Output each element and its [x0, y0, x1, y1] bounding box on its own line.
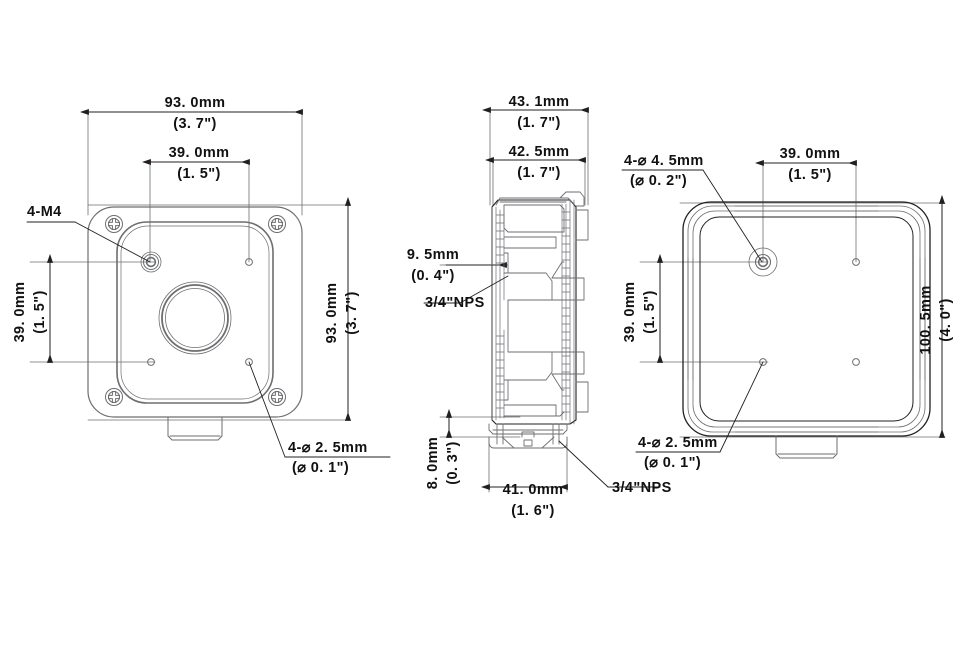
mid-step-depth-inch: (0. 4") — [411, 268, 455, 284]
cover-bottom-tab — [775, 435, 838, 459]
right-overall-mm: 100. 5mm — [918, 285, 934, 354]
left-view-group — [26, 108, 391, 458]
left-top-overall-inch: (3. 7") — [173, 116, 217, 132]
left-top-overall-mm: 93. 0mm — [165, 95, 226, 111]
section-internal — [503, 204, 565, 417]
left-small-hole-mm: 4-⌀ 2. 5mm — [288, 440, 368, 456]
cover-outline-2 — [687, 205, 926, 433]
plate-inner-outline — [116, 221, 274, 404]
small-holes — [147, 258, 253, 366]
small-hole-leader — [248, 361, 391, 458]
section-left-wall — [491, 206, 505, 421]
cover-small-holes — [759, 258, 860, 366]
mid-base-height-inch: (0. 3") — [445, 441, 461, 485]
left-left-hole-inch: (1. 5") — [32, 290, 48, 334]
section-lugs — [551, 209, 589, 413]
nps-top-leader — [423, 275, 509, 304]
right-view-group — [621, 159, 946, 459]
corner-screws — [105, 215, 286, 406]
plate-outer-outline — [87, 206, 303, 418]
center-opening — [158, 281, 232, 355]
cover-inner-face — [699, 216, 914, 422]
right-overall-inch: (4. 0") — [938, 298, 954, 342]
left-small-hole-inch: (⌀ 0. 1") — [292, 460, 349, 476]
mid-inner-width-mm: 42. 5mm — [509, 144, 570, 160]
m4-callout: 4-M4 — [27, 204, 62, 220]
section-right-wall — [561, 199, 575, 425]
cover-small-hole-leader — [635, 361, 764, 453]
bottom-tab — [167, 416, 223, 441]
right-left-hole-mm: 39. 0mm — [622, 282, 638, 343]
right-left-hole-inch: (1. 5") — [642, 290, 658, 334]
section-base — [488, 423, 568, 449]
mid-base-width-inch: (1. 6") — [511, 503, 555, 519]
cover-outer-outline — [682, 201, 931, 437]
cover-outline-3 — [692, 210, 921, 428]
mid-step-depth-mm: 9. 5mm — [407, 247, 459, 263]
right-mount-hole-inch: (⌀ 0. 2") — [630, 173, 687, 189]
nps-bottom-leader — [558, 440, 661, 488]
right-top-hole-inch: (1. 5") — [788, 167, 832, 183]
right-mount-hole-mm: 4-⌀ 4. 5mm — [624, 153, 704, 169]
left-right-overall-inch: (3. 7") — [344, 291, 360, 335]
mid-outer-width-mm: 43. 1mm — [509, 94, 570, 110]
left-top-hole-inch: (1. 5") — [177, 166, 221, 182]
m4-leader — [26, 221, 151, 263]
left-top-hole-mm: 39. 0mm — [169, 145, 230, 161]
right-small-hole-inch: (⌀ 0. 1") — [644, 455, 701, 471]
nps-bottom-callout: 3/4"NPS — [612, 480, 672, 496]
mount-hole-leader — [621, 169, 763, 263]
right-top-hole-mm: 39. 0mm — [780, 146, 841, 162]
mount-hole-4p5 — [748, 247, 778, 277]
nps-top-callout: 3/4"NPS — [425, 295, 485, 311]
right-small-hole-mm: 4-⌀ 2. 5mm — [638, 435, 718, 451]
mid-base-height-mm: 8. 0mm — [425, 437, 441, 489]
plate-inner-outline-2 — [120, 225, 270, 400]
cover-seams — [687, 205, 926, 433]
m4-hole — [140, 251, 162, 273]
mid-base-width-mm: 41. 0mm — [503, 482, 564, 498]
mid-inner-width-inch: (1. 7") — [517, 165, 561, 181]
section-body-outline — [491, 199, 577, 425]
left-left-hole-mm: 39. 0mm — [12, 282, 28, 343]
section-top-detail — [495, 191, 585, 207]
mid-outer-width-inch: (1. 7") — [517, 115, 561, 131]
middle-view-group — [423, 106, 661, 493]
left-right-overall-mm: 93. 0mm — [324, 283, 340, 344]
